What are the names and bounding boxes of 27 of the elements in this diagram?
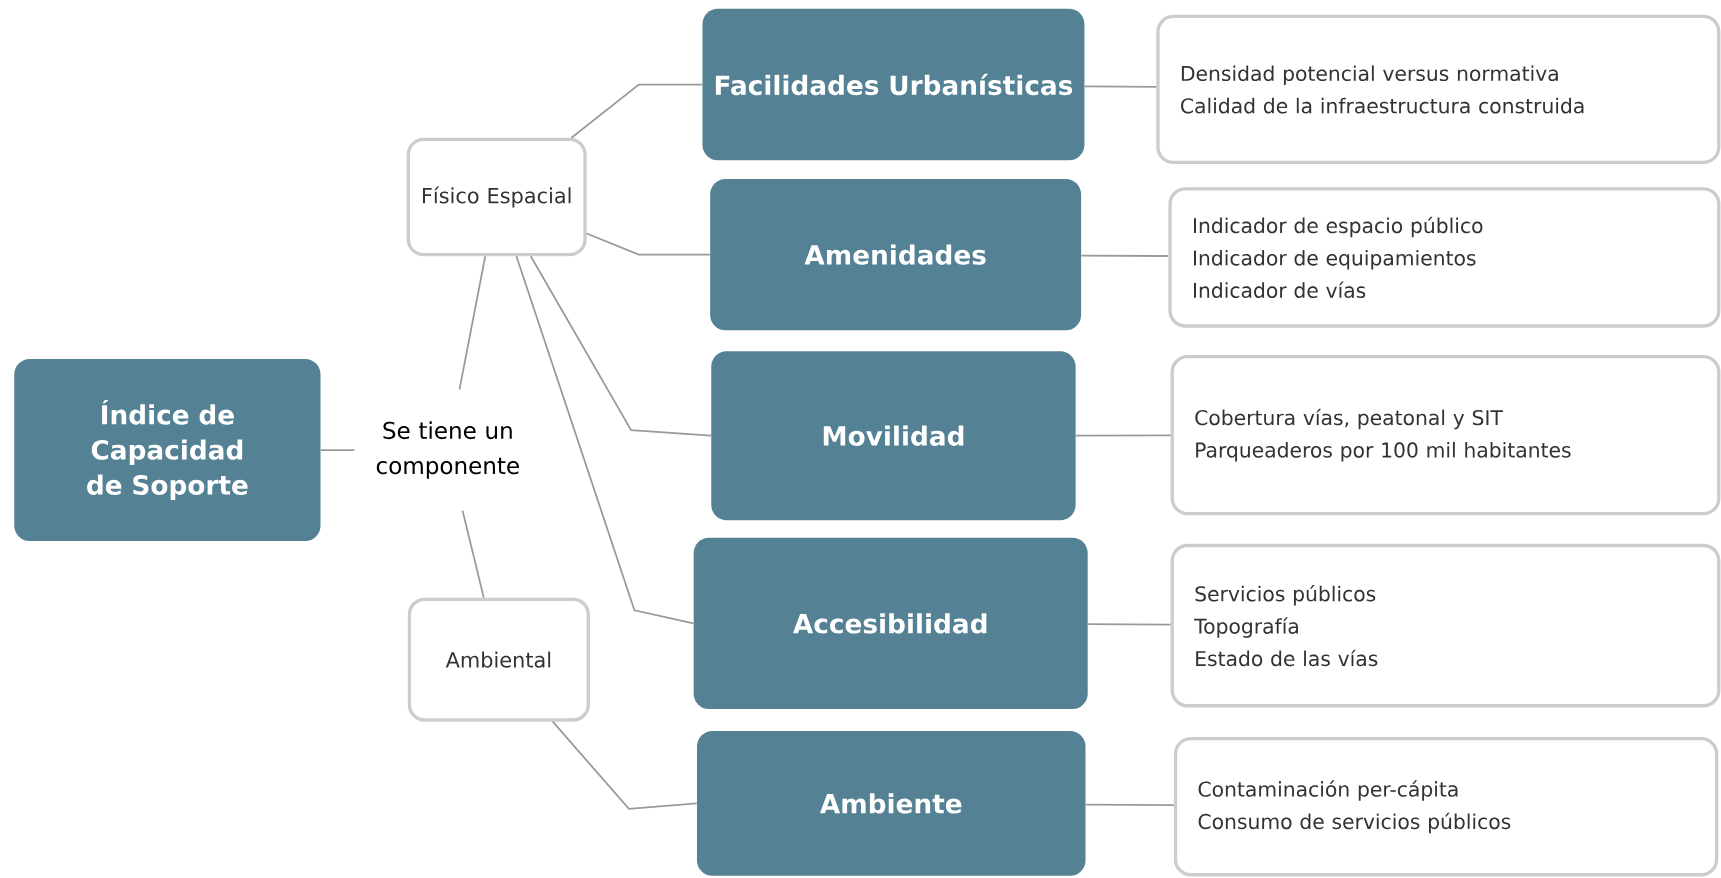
indicator-box: Servicios públicos Topografía Estado de las vías [1170, 543, 1721, 708]
connector-line [1084, 803, 1175, 806]
component-box: Ambiental [407, 597, 590, 722]
connector-line [515, 255, 695, 625]
category-box: Amenidades [710, 178, 1082, 331]
connector-line [458, 255, 487, 391]
indicator-box: Contaminación per-cápita Consumo de servicios públicos [1173, 737, 1719, 877]
component-box: Físico Espacial [406, 137, 587, 257]
connector-line [1074, 434, 1172, 437]
connector-line [461, 509, 485, 599]
connector-line [1080, 254, 1170, 257]
indicator-box: Cobertura vías, peatonal y SIT Parqueaderos por 100 mil habitantes [1170, 355, 1721, 516]
connector-line [551, 720, 698, 810]
indicator-box: Indicador de espacio público Indicador de equipamientos Indicador de vías [1168, 187, 1721, 328]
index-box: Índice de Capacidad de Soporte [14, 358, 321, 542]
connector-line [585, 232, 711, 256]
category-box: Facilidades Urbanísticas [702, 8, 1085, 161]
connector-text: Se tiene un componente [376, 421, 519, 479]
connector-line [1087, 623, 1172, 626]
connector-line [529, 255, 712, 437]
category-box: Ambiente [696, 730, 1086, 876]
category-box: Movilidad [711, 351, 1076, 521]
connector-line [570, 83, 704, 139]
category-box: Accesibilidad [693, 537, 1088, 709]
connector-line [1083, 85, 1158, 88]
indicator-box: Densidad potencial versus normativa Calidad de la infraestructura construida [1156, 14, 1721, 165]
connector-line [319, 449, 356, 451]
